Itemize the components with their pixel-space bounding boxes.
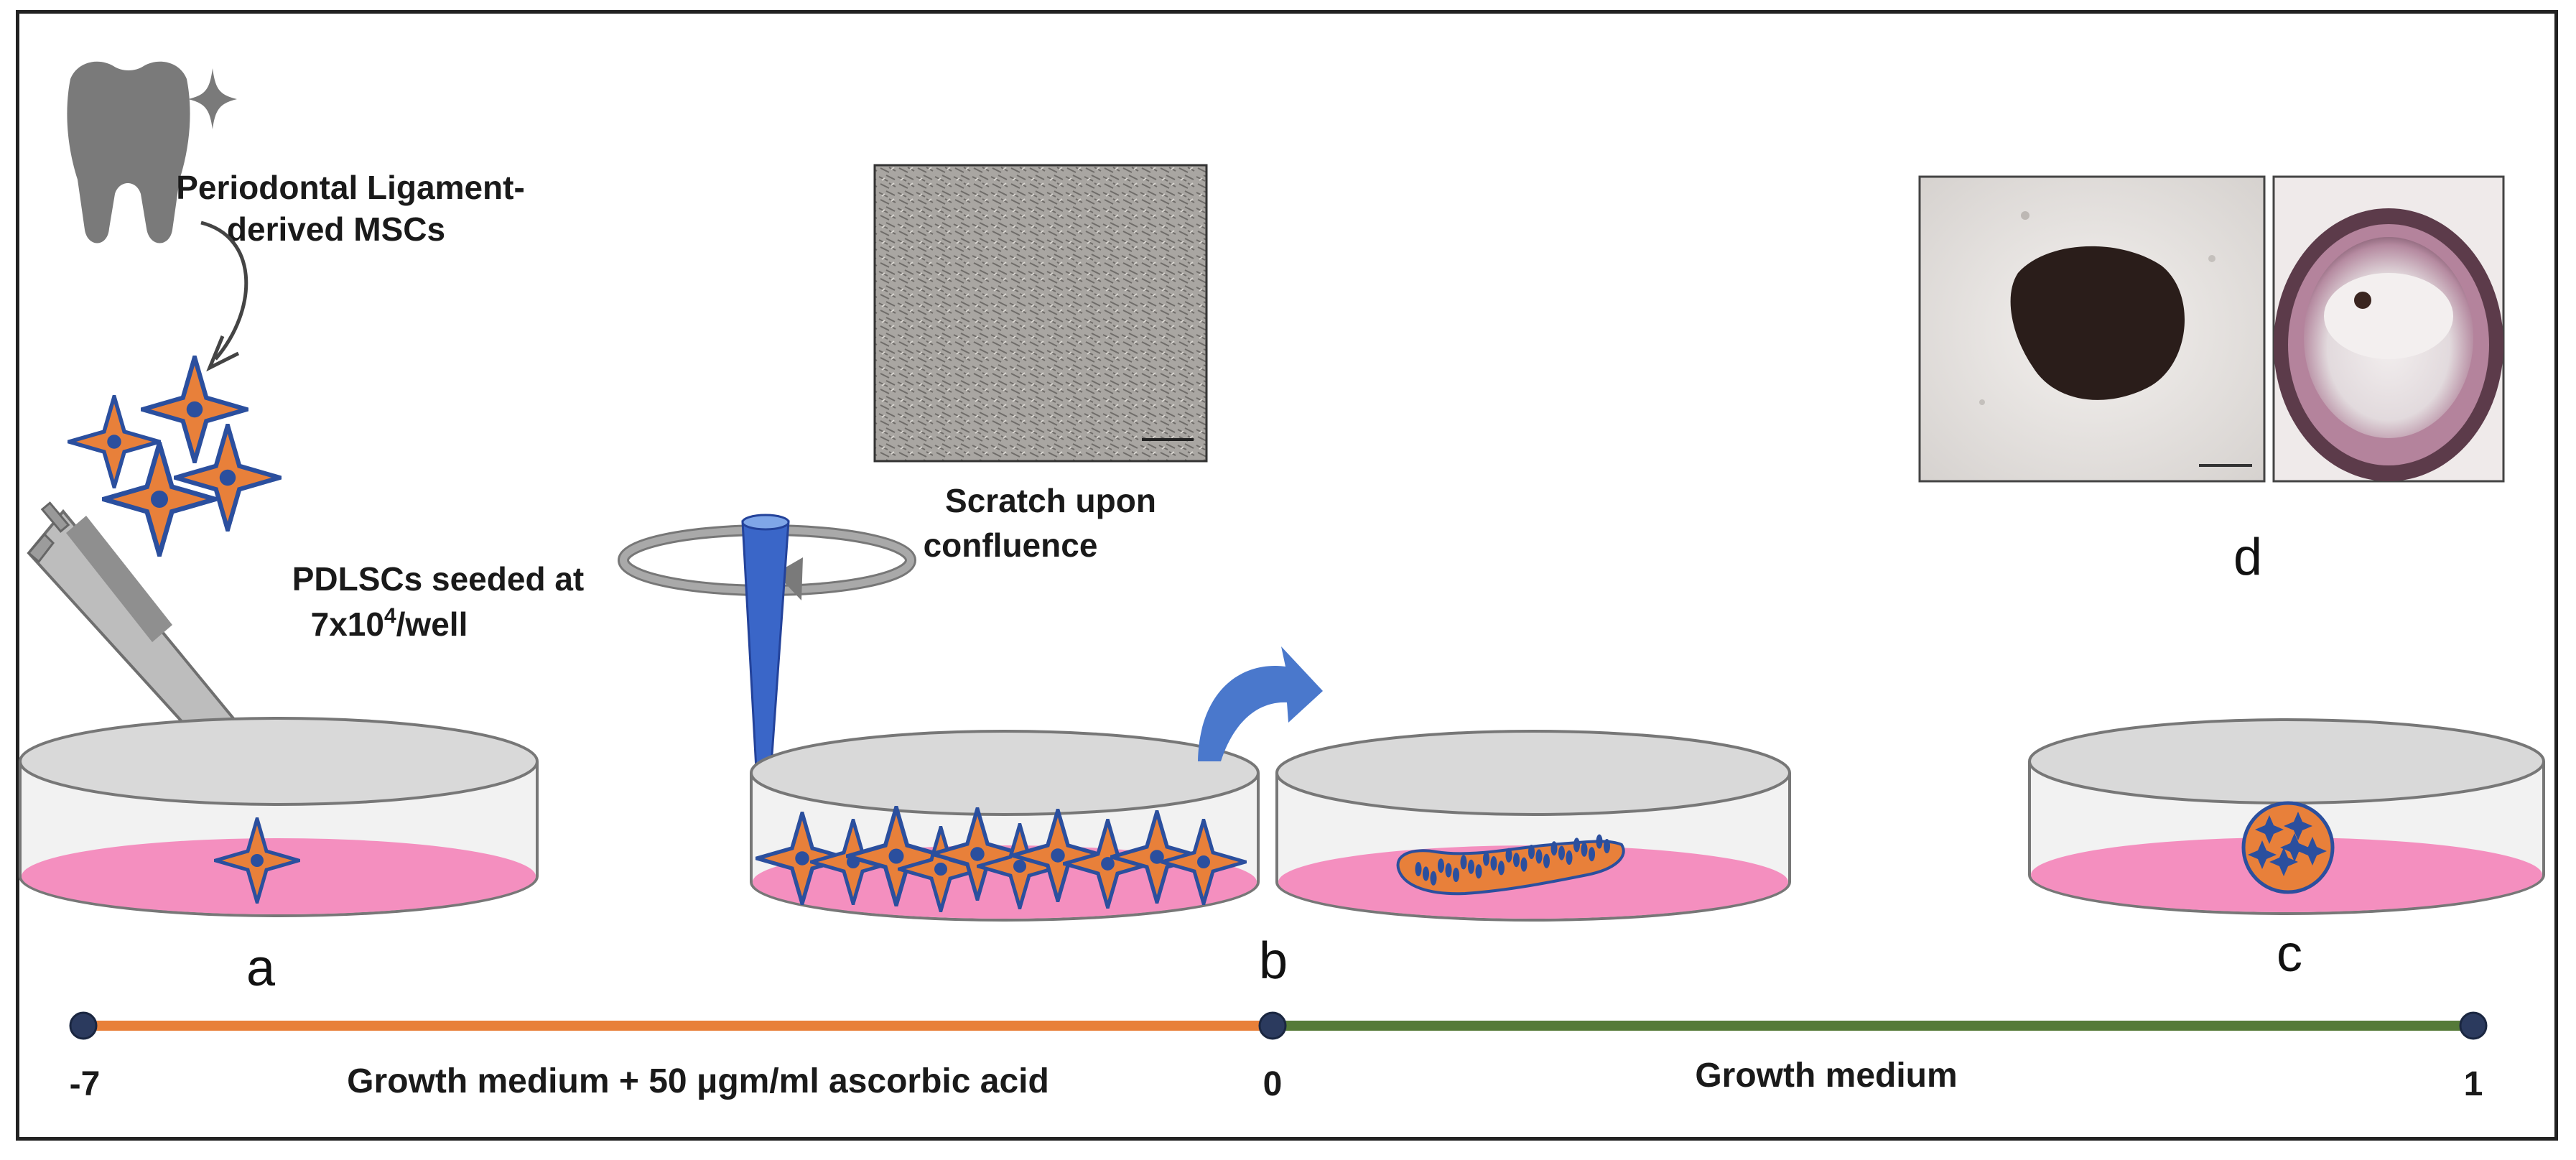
seeded-label-line2: 7x104/well (311, 604, 468, 643)
scratch-label-line1: Scratch upon (945, 482, 1156, 519)
nucleus-mark (1520, 857, 1528, 872)
culture-dish-c-spheroid (2028, 718, 2545, 915)
nucleus-mark (1543, 853, 1550, 868)
cell-sheet-nuclei (1415, 834, 1610, 886)
timeline-marker-end (2459, 1011, 2488, 1040)
timeline-marker-start (69, 1011, 98, 1040)
spheroid-cell-mark (2248, 840, 2277, 869)
nucleus-mark (1589, 847, 1595, 862)
nucleus-mark (1566, 850, 1573, 865)
nucleus-mark (1475, 864, 1482, 879)
spheroid-micrograph (1918, 175, 2266, 483)
spheroid-cell-mark (2298, 837, 2327, 866)
nucleus-mark (1415, 862, 1422, 876)
stage-label-c: c (2277, 925, 2302, 983)
timeline-marker-middle (1258, 1011, 1287, 1040)
cell-sheet (1396, 834, 1625, 896)
nucleus-mark (1558, 845, 1565, 860)
curved-arrow-icon (200, 221, 248, 372)
nucleus-mark (1445, 863, 1452, 878)
stage-label-a: a (246, 939, 276, 997)
culture-dish-a (19, 717, 539, 917)
confluence-micrograph (873, 164, 1208, 463)
nucleus-mark (1528, 845, 1535, 859)
spheroid-cell-mark (2280, 833, 2309, 862)
pipette-tip-icon (741, 514, 790, 887)
nucleus-mark (1604, 839, 1610, 853)
nucleus-mark (1453, 868, 1459, 882)
nucleus-mark (1505, 848, 1512, 863)
nucleus-mark (1438, 858, 1444, 873)
culture-dish-b-cell-sheet (1275, 730, 1791, 922)
seeded-label-line1: PDLSCs seeded at (292, 560, 584, 598)
nucleus-mark (1423, 866, 1429, 881)
seeded-density-unit: /well (396, 605, 468, 643)
timeline-phase1-label: Growth medium + 50 μgm/ml ascorbic acid (347, 1062, 1049, 1100)
timeline-tick-end: 1 (2464, 1065, 2483, 1103)
nucleus-mark (1596, 834, 1603, 849)
spheroid-cell-mark (2255, 815, 2284, 844)
nucleus-mark (1468, 859, 1474, 874)
tooth-icon (67, 61, 190, 243)
timeline-tick-middle: 0 (1263, 1065, 1283, 1103)
figure-frame (16, 10, 2558, 1141)
spheroid-cell-mark (2269, 848, 2298, 876)
culture-dish-b-confluent (750, 730, 1260, 922)
sparkle-icon (188, 68, 237, 129)
nucleus-mark (1483, 851, 1489, 866)
timeline-phase2-label: Growth medium (1695, 1057, 1957, 1095)
spheroid-cells (2248, 812, 2327, 876)
nucleus-mark (1550, 841, 1558, 856)
timeline-tick-start: -7 (70, 1065, 101, 1103)
stage-label-b: b (1259, 932, 1288, 990)
seeded-density-exponent: 4 (384, 604, 396, 628)
spheroid-cluster (2241, 801, 2335, 894)
stage-label-d: d (2233, 529, 2262, 586)
source-label-line2: derived MSCs (227, 210, 445, 248)
nucleus-mark (1498, 860, 1505, 876)
scratch-label-line2: confluence (924, 526, 1098, 564)
nucleus-mark (1513, 853, 1520, 868)
source-label-line1: Periodontal Ligament- (176, 169, 525, 206)
spheroid-cell-mark (2284, 812, 2312, 840)
nucleus-mark (1490, 856, 1497, 871)
seeded-density-base: 7x10 (311, 605, 384, 643)
cell-cluster (69, 358, 279, 555)
transfer-arrow-icon (1198, 646, 1323, 761)
timeline: -7 0 1 Growth medium + 50 μgm/ml ascorbi… (69, 1011, 2488, 1103)
spheroid-well-photo (2272, 175, 2505, 483)
nucleus-mark (1581, 842, 1588, 857)
nucleus-mark (1535, 849, 1543, 864)
nucleus-mark (1460, 855, 1467, 870)
nucleus-mark (1573, 837, 1580, 853)
nucleus-mark (1430, 871, 1437, 886)
